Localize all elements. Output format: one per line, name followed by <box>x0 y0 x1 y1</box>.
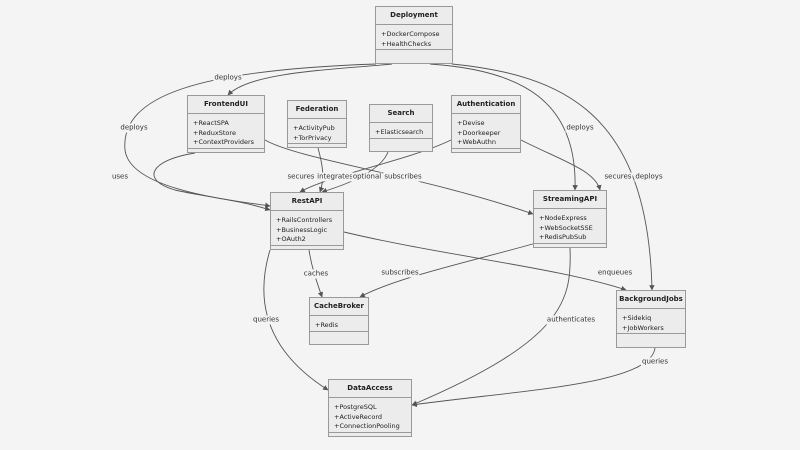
edge-label: optional <box>351 172 383 182</box>
node-member: +WebSocketSSE <box>539 223 593 232</box>
node-title: Deployment <box>376 7 452 25</box>
edge-label: integrates <box>316 172 354 182</box>
node-deployment[interactable]: Deployment+DockerCompose+HealthChecks <box>375 6 453 64</box>
edge-streamingapi-to-dataaccess <box>411 247 571 406</box>
node-members: +ReactSPA+ReduxStore+ContextProviders <box>188 114 264 149</box>
node-members: +PostgreSQL+ActiveRecord+ConnectionPooli… <box>329 398 411 433</box>
edge-label: secures <box>603 172 633 182</box>
edge-federation-to-restapi <box>317 147 325 193</box>
node-member: +JobWorkers <box>622 323 664 332</box>
node-members: +DockerCompose+HealthChecks <box>376 25 452 50</box>
node-member: +PostgreSQL <box>334 403 377 411</box>
node-title: DataAccess <box>329 380 411 398</box>
node-member: +ActivityPub <box>293 124 335 132</box>
node-member: +NodeExpress <box>539 214 587 222</box>
node-federation[interactable]: Federation+ActivityPub+TorPrivacy <box>287 100 347 148</box>
node-member: +Elasticsearch <box>375 128 424 136</box>
edge-streamingapi-to-cachebroker <box>359 235 561 298</box>
node-members: +NodeExpress+WebSocketSSE+RedisPubSub <box>534 209 606 244</box>
node-member: +OAuth2 <box>276 235 306 243</box>
node-member: +RailsControllers <box>276 216 333 224</box>
node-member: +RedisPubSub <box>539 233 587 241</box>
edge-label: deploys <box>213 73 243 83</box>
node-cachebroker[interactable]: CacheBroker +Redis <box>309 297 369 345</box>
node-member: +TorPrivacy <box>293 133 332 142</box>
edge-authentication-to-streamingapi <box>520 139 602 191</box>
edge-authentication-to-restapi <box>299 139 452 193</box>
node-title: Search <box>370 105 432 123</box>
node-member: +BusinessLogic <box>276 225 328 234</box>
edge-label: authenticates <box>545 315 597 325</box>
node-restapi[interactable]: RestAPI+RailsControllers+BusinessLogic+O… <box>270 192 344 250</box>
node-member: +HealthChecks <box>381 39 432 48</box>
node-title: Federation <box>288 101 346 119</box>
node-members: +Sidekiq+JobWorkers <box>617 309 685 334</box>
node-title: FrontendUI <box>188 96 264 114</box>
node-members: +Elasticsearch <box>370 123 432 139</box>
node-streamingapi[interactable]: StreamingAPI+NodeExpress+WebSocketSSE+Re… <box>533 190 607 248</box>
node-member: +ReactSPA <box>193 119 229 127</box>
node-frontendui[interactable]: FrontendUI+ReactSPA+ReduxStore+ContextPr… <box>187 95 265 153</box>
edge-backgroundjobs-to-dataaccess <box>411 347 656 408</box>
node-authentication[interactable]: Authentication+Devise+Doorkeeper+WebAuth… <box>451 95 521 153</box>
node-members: +Devise+Doorkeeper+WebAuthn <box>452 114 520 149</box>
node-dataaccess[interactable]: DataAccess+PostgreSQL+ActiveRecord+Conne… <box>328 379 412 437</box>
node-member: +Redis <box>315 321 338 329</box>
node-title: Authentication <box>452 96 520 114</box>
node-search[interactable]: Search +Elasticsearch <box>369 104 433 152</box>
edge-label: deploys <box>565 123 595 133</box>
edge-deployment-to-frontendui <box>227 63 393 96</box>
edge-deployment-to-backgroundjobs <box>451 63 655 291</box>
node-member: +WebAuthn <box>457 138 496 146</box>
node-member: +ReduxStore <box>193 128 236 137</box>
node-title: BackgroundJobs <box>617 291 685 309</box>
edge-label: caches <box>302 269 330 279</box>
edge-deployment-to-streamingapi <box>429 63 578 191</box>
node-members: +RailsControllers+BusinessLogic+OAuth2 <box>271 211 343 246</box>
node-backgroundjobs[interactable]: BackgroundJobs+Sidekiq+JobWorkers <box>616 290 686 348</box>
edge-frontendui-to-streamingapi <box>264 139 534 215</box>
node-title: CacheBroker <box>310 298 368 316</box>
node-member: +DockerCompose <box>381 30 440 38</box>
edge-label: queries <box>641 357 669 367</box>
edge-label: uses <box>110 172 130 182</box>
edge-label: subscribes <box>383 172 423 182</box>
node-member: +ContextProviders <box>193 138 255 146</box>
edge-label: secures <box>286 172 316 182</box>
edge-label: queries <box>252 315 280 325</box>
node-member: +ActiveRecord <box>334 412 383 421</box>
node-member: +Devise <box>457 119 485 127</box>
edge-label: subscribes <box>380 268 420 278</box>
node-title: RestAPI <box>271 193 343 211</box>
node-member: +Doorkeeper <box>457 128 501 137</box>
edge-label: deploys <box>119 123 149 133</box>
node-members: +Redis <box>310 316 368 332</box>
edge-frontendui-to-restapi <box>153 152 271 212</box>
node-member: +Sidekiq <box>622 314 652 322</box>
edge-label: enqueues <box>596 268 634 278</box>
node-members: +ActivityPub+TorPrivacy <box>288 119 346 144</box>
node-title: StreamingAPI <box>534 191 606 209</box>
edge-label: deploys <box>634 172 664 182</box>
node-member: +ConnectionPooling <box>334 422 400 430</box>
edge-restapi-to-backgroundjobs <box>343 231 627 292</box>
